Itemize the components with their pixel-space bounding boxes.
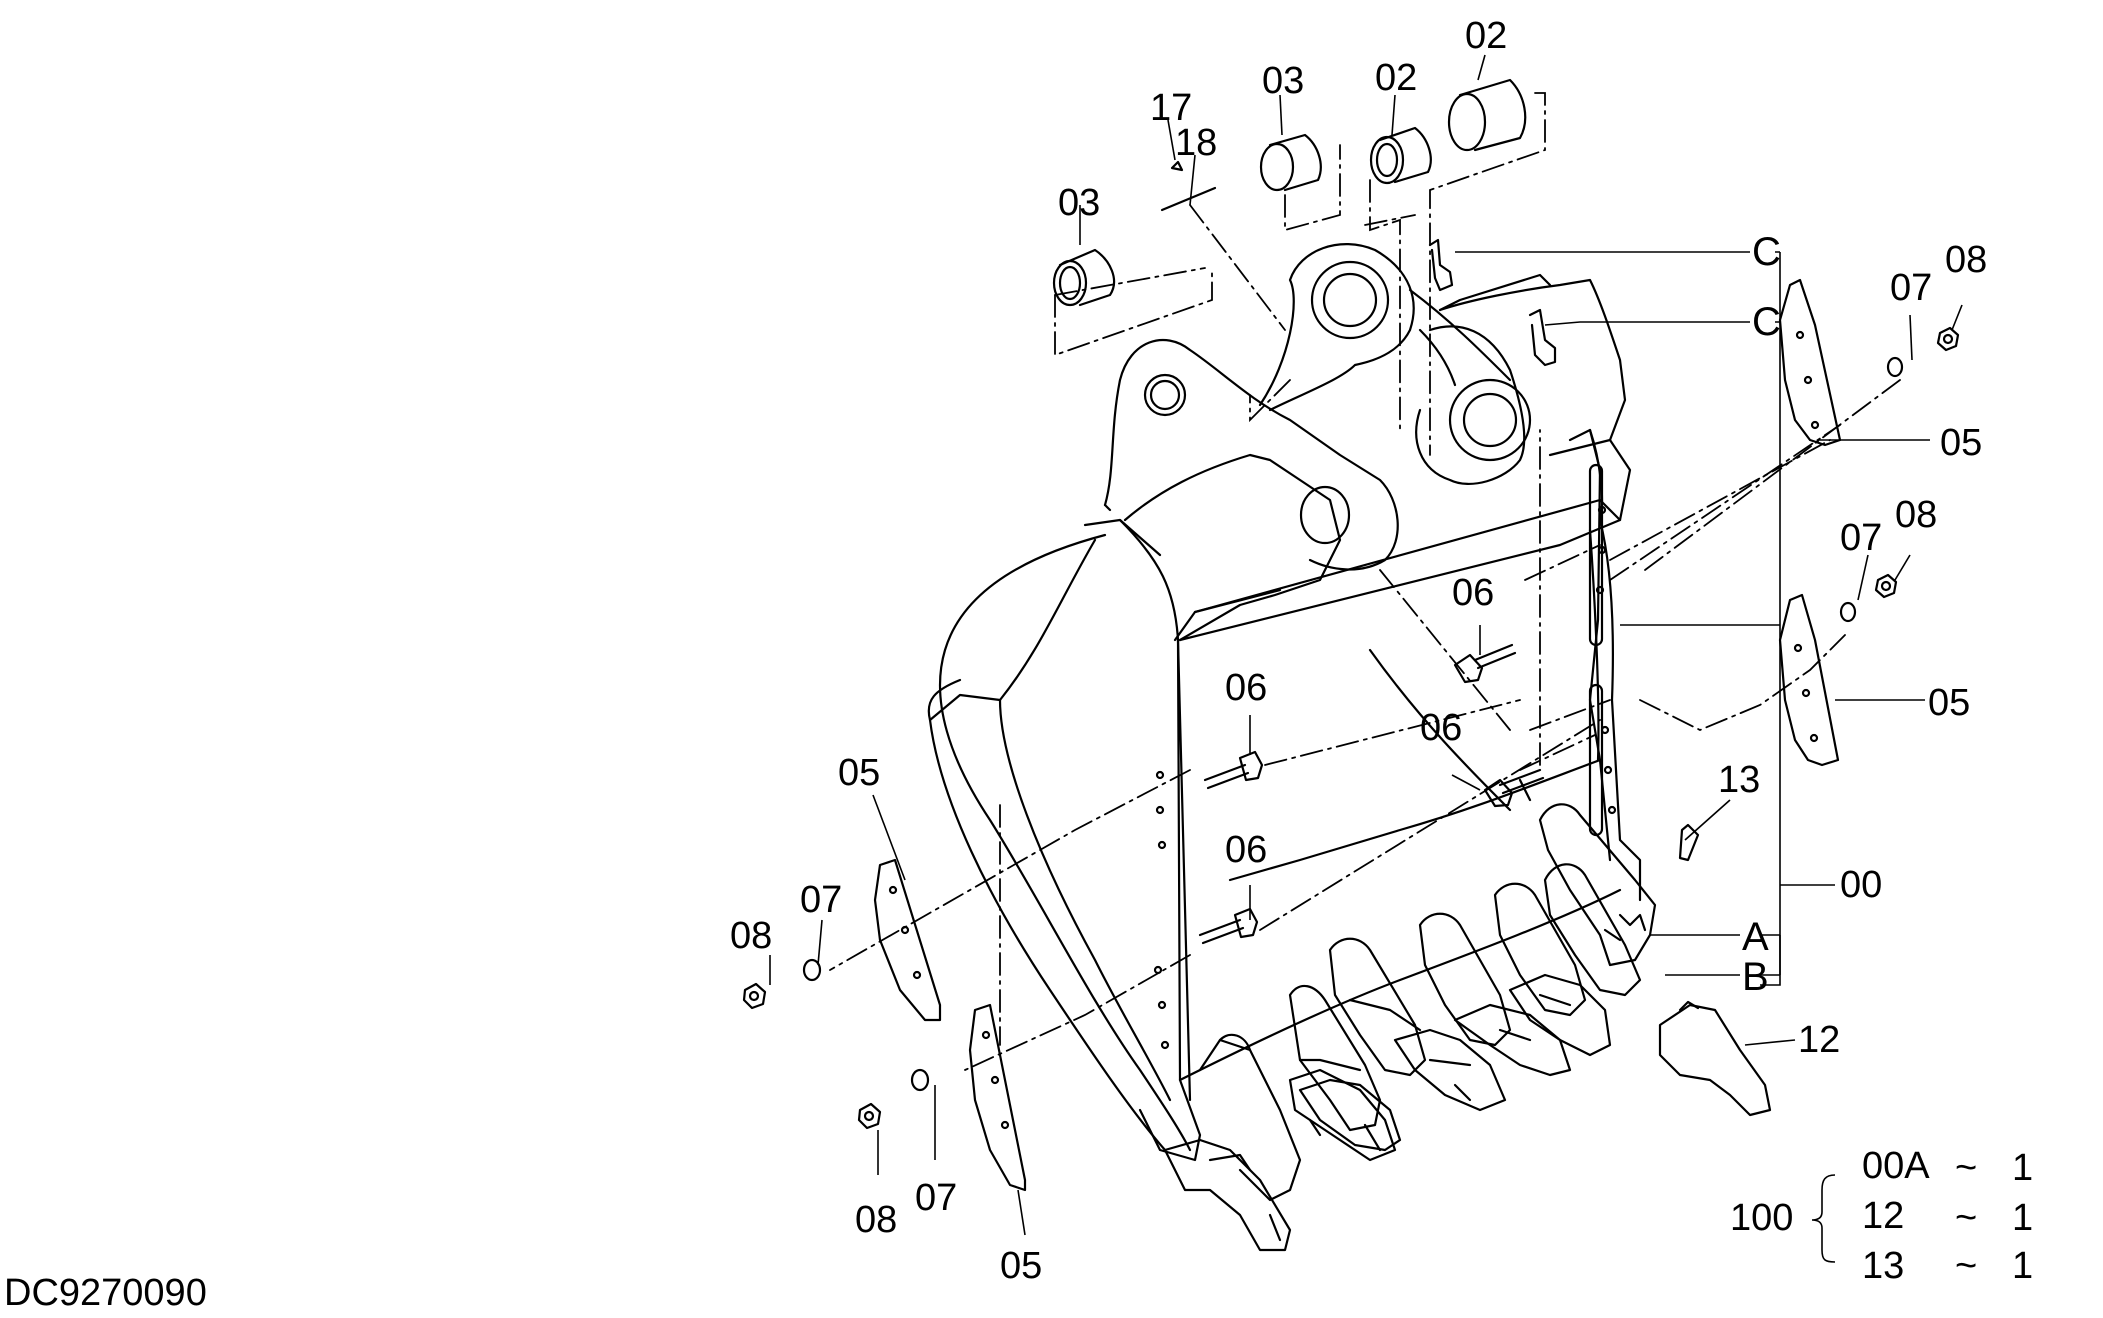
callout-06-upper: 06	[1452, 572, 1494, 614]
side-cutter-05-upper-right	[1778, 278, 1842, 447]
callouts: 03 17 18 03 02 02 C C 07 08 05 07 08 05 …	[730, 15, 1987, 1287]
assembly-lines	[829, 92, 1901, 1071]
tooth-1	[1163, 1033, 1302, 1252]
callout-03-top: 03	[1262, 60, 1304, 102]
tooth-3	[1298, 937, 1427, 1152]
side-cutter-05-left-lower	[968, 1003, 1027, 1192]
kit-row-3-item: 13	[1862, 1245, 1904, 1287]
kit-row-2-sep: ~	[1955, 1197, 1977, 1239]
callout-02-top: 02	[1465, 15, 1507, 57]
callout-03-left: 03	[1058, 182, 1100, 224]
callout-06-left-upper: 06	[1225, 667, 1267, 709]
bolt-06-b	[1203, 750, 1264, 790]
bushing-02-mid	[1369, 126, 1432, 185]
callout-06-left-lower: 06	[1225, 829, 1267, 871]
bucket-body	[927, 243, 1642, 1162]
nut-08-b	[1874, 573, 1898, 599]
bushing-03-top	[1259, 133, 1322, 192]
kit-row-2-item: 12	[1862, 1195, 1904, 1237]
callout-b: B	[1742, 955, 1769, 999]
teeth-row	[1163, 803, 1657, 1252]
callout-07-left-lower: 07	[915, 1177, 957, 1219]
callout-c-upper: C	[1752, 230, 1781, 274]
kit-row-1-item: 00A	[1862, 1145, 1930, 1187]
washer-07-a	[1886, 356, 1904, 378]
tooth-2	[1288, 984, 1397, 1162]
callout-05-left-lower: 05	[1000, 1245, 1042, 1287]
tooth-6	[1508, 863, 1642, 1057]
callout-06-middle: 06	[1420, 707, 1462, 749]
bushing-02-top	[1447, 78, 1527, 152]
callout-c-lower: C	[1752, 300, 1781, 344]
kit-row-1-sep: ~	[1955, 1147, 1977, 1189]
bracket-c-lower	[1528, 308, 1557, 367]
side-cutter-05-left-upper	[873, 858, 942, 1022]
leader-lines	[769, 54, 1963, 1263]
lock-pin-13	[1678, 823, 1700, 862]
callout-a: A	[1742, 915, 1769, 959]
callout-13: 13	[1718, 759, 1760, 801]
callout-05-lower-right: 05	[1928, 682, 1970, 724]
callout-07-left-upper: 07	[800, 879, 842, 921]
tooth-5	[1453, 882, 1587, 1077]
callout-08-lower-right: 08	[1895, 494, 1937, 536]
kit-row-3-qty: 1	[2012, 1245, 2033, 1287]
tooth-4	[1393, 912, 1512, 1112]
callout-02-mid: 02	[1375, 57, 1417, 99]
bracket-c-upper	[1428, 238, 1454, 292]
kit-number: 100	[1730, 1197, 1793, 1239]
kit-brace	[1811, 1174, 1836, 1263]
nut-08-c	[742, 982, 767, 1010]
callout-08-upper-right: 08	[1945, 239, 1987, 281]
side-cutter-05-lower-right	[1778, 593, 1840, 767]
tooth-adapter-a	[1538, 803, 1657, 967]
callout-08-left-upper: 08	[730, 915, 772, 957]
callout-07-upper-right: 07	[1890, 267, 1932, 309]
callout-18: 18	[1175, 122, 1217, 164]
pin-17	[1170, 160, 1184, 172]
plate-18	[1160, 186, 1217, 212]
nut-08-d	[857, 1102, 882, 1130]
kit-row-3-sep: ~	[1955, 1245, 1977, 1287]
bolt-06-c	[1483, 768, 1545, 808]
nut-08-a	[1936, 326, 1960, 352]
kit-row-2-qty: 1	[2012, 1197, 2033, 1239]
bolt-06-d	[1198, 907, 1259, 945]
callout-05-left-upper: 05	[838, 752, 880, 794]
washer-07-d	[910, 1068, 930, 1092]
bolt-06-a	[1453, 643, 1517, 684]
drawing-code: DC9270090	[4, 1272, 207, 1313]
callout-12: 12	[1798, 1019, 1840, 1061]
kit-table: 100 00A ~ 1 12 ~ 1 13 ~ 1	[1730, 1145, 2033, 1287]
bushing-03-left	[1052, 248, 1116, 307]
callout-17: 17	[1150, 87, 1192, 129]
washer-07-c	[802, 958, 822, 982]
callout-05-upper-right: 05	[1940, 422, 1982, 464]
kit-row-1-qty: 1	[2012, 1147, 2033, 1189]
replacement-tooth-12	[1658, 1000, 1772, 1117]
callout-08-left-lower: 08	[855, 1199, 897, 1241]
washer-07-b	[1839, 601, 1857, 623]
callout-00: 00	[1840, 864, 1882, 906]
callout-07-lower-right: 07	[1840, 517, 1882, 559]
